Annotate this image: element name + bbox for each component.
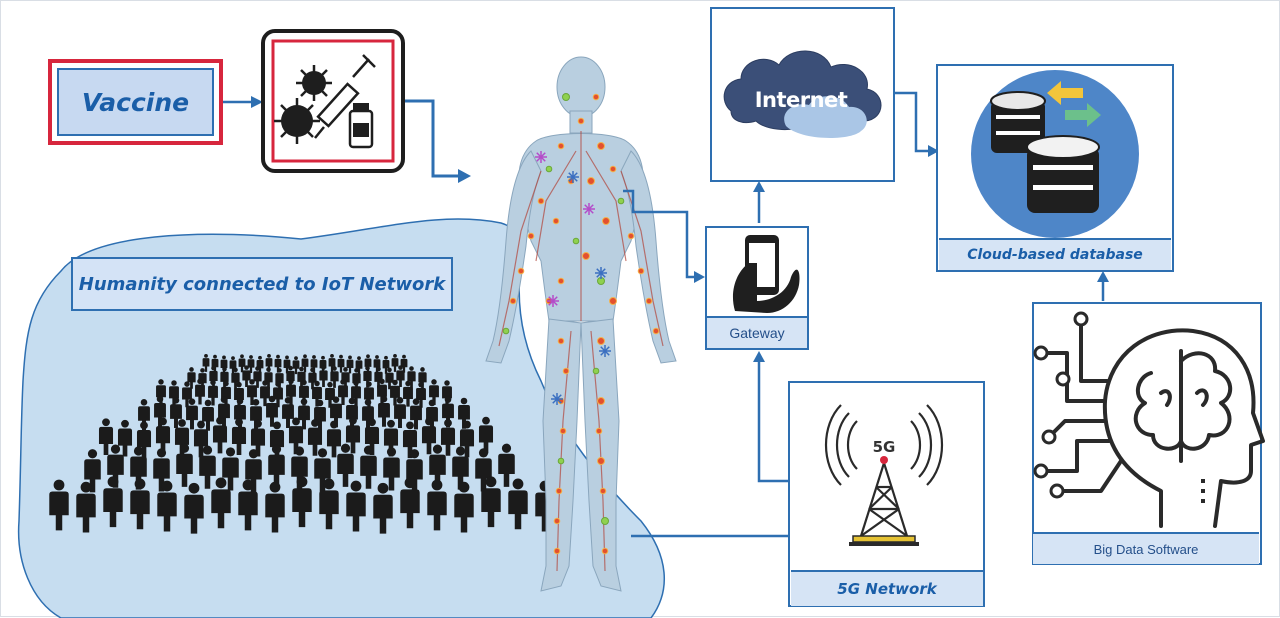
syringe-icon (314, 54, 376, 139)
vaccine-label-box: Vaccine (48, 59, 223, 145)
gateway-caption: Gateway (707, 316, 807, 348)
internet-box (710, 7, 895, 182)
sync-arrows-icon (1047, 81, 1101, 127)
internet-label: Internet (754, 88, 848, 112)
database-caption: Cloud-based database (939, 238, 1171, 270)
5g-network-caption: 5G Network (791, 570, 983, 606)
server-stack-icon (990, 91, 1100, 213)
arrowheads (251, 96, 1109, 362)
cloud-icon (723, 50, 882, 138)
virus-icon (274, 65, 332, 144)
human-body-illustration (485, 56, 677, 592)
humanity-iot-label: Humanity connected to IoT Network (71, 257, 453, 311)
big-data-caption: Big Data Software (1033, 532, 1259, 564)
5g-antenna-tower-icon (824, 404, 944, 537)
vaccine-label: Vaccine (57, 68, 214, 136)
vaccine-icon-box (261, 29, 405, 173)
5g-icon-text: 5G (872, 438, 896, 456)
5g-network-box (788, 381, 985, 607)
database-box (936, 64, 1174, 272)
sensor-dots (502, 93, 660, 555)
hand-smartphone-icon (732, 235, 800, 313)
vial-icon (348, 103, 374, 149)
big-data-box (1032, 302, 1265, 565)
crowd-illustration (49, 353, 555, 534)
connectors (223, 91, 1105, 538)
